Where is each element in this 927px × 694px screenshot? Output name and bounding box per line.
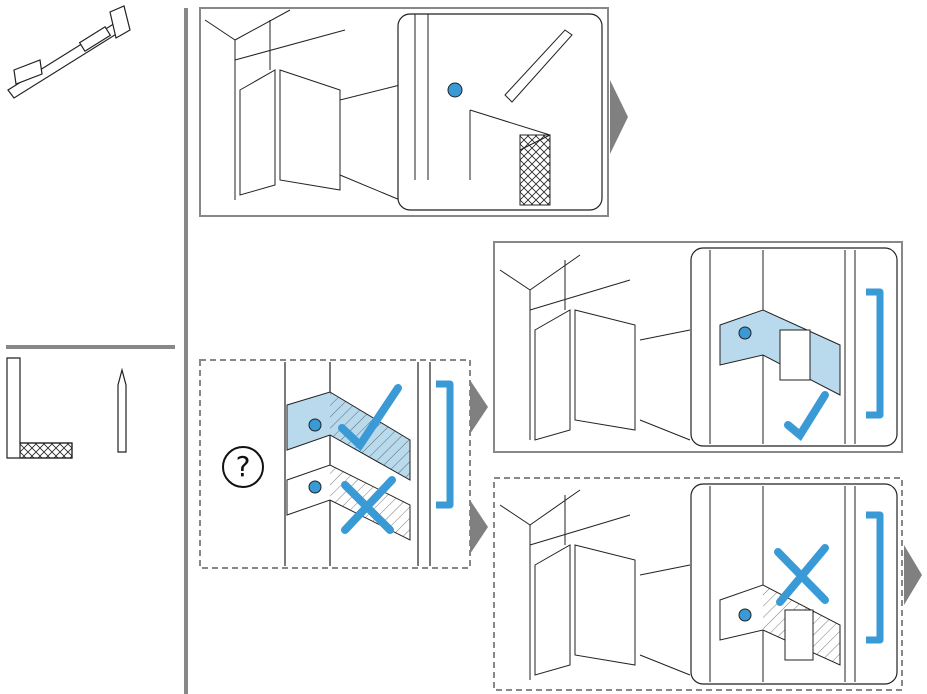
set-square-icon bbox=[6, 357, 73, 459]
incorrect-panel bbox=[493, 477, 922, 691]
step-1-panel bbox=[199, 7, 628, 217]
question-mark-icon: ? bbox=[222, 446, 264, 488]
hinge-template-icon bbox=[7, 5, 131, 99]
pencil-icon bbox=[117, 367, 127, 453]
correct-panel bbox=[493, 241, 903, 453]
check-panel bbox=[199, 359, 488, 569]
arrow-icon bbox=[610, 80, 628, 154]
